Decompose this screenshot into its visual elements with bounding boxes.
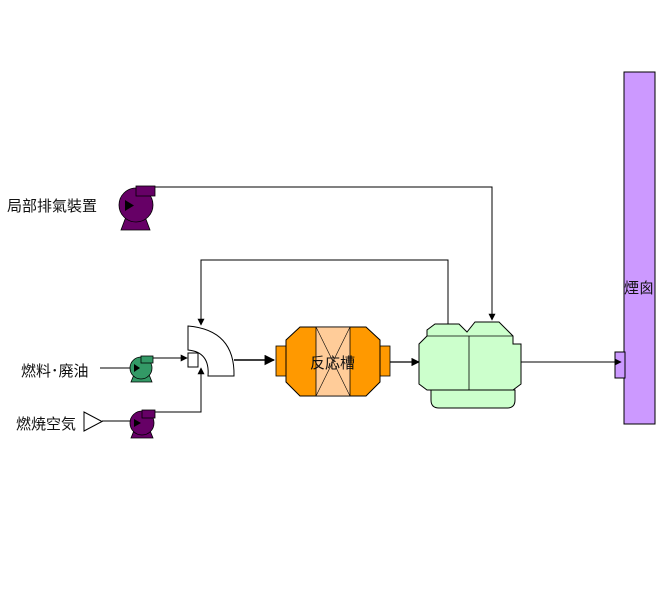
air-blower-icon (129, 409, 156, 439)
reactor-icon (275, 326, 391, 397)
air-line (155, 367, 205, 413)
combustion-air-label: 燃焼空気 (16, 415, 77, 433)
chimney-inlet (614, 351, 626, 379)
exhaust-line (155, 186, 496, 321)
chimney (623, 71, 656, 425)
fuel-pump-icon (129, 355, 154, 383)
recirculation-line (197, 259, 449, 328)
air-intake-nozzle-icon (83, 411, 104, 432)
heat-exchanger-icon (418, 321, 522, 409)
local-exhaust-blower-icon (118, 185, 156, 231)
chimney-label: 煙囪 (624, 279, 655, 297)
fuel-waste-oil-label: 燃料･廃油 (21, 362, 89, 380)
local-exhaust-label: 局部排氣裝置 (7, 197, 98, 215)
burner-icon (187, 325, 235, 377)
reactor-label: 反応槽 (310, 354, 356, 372)
